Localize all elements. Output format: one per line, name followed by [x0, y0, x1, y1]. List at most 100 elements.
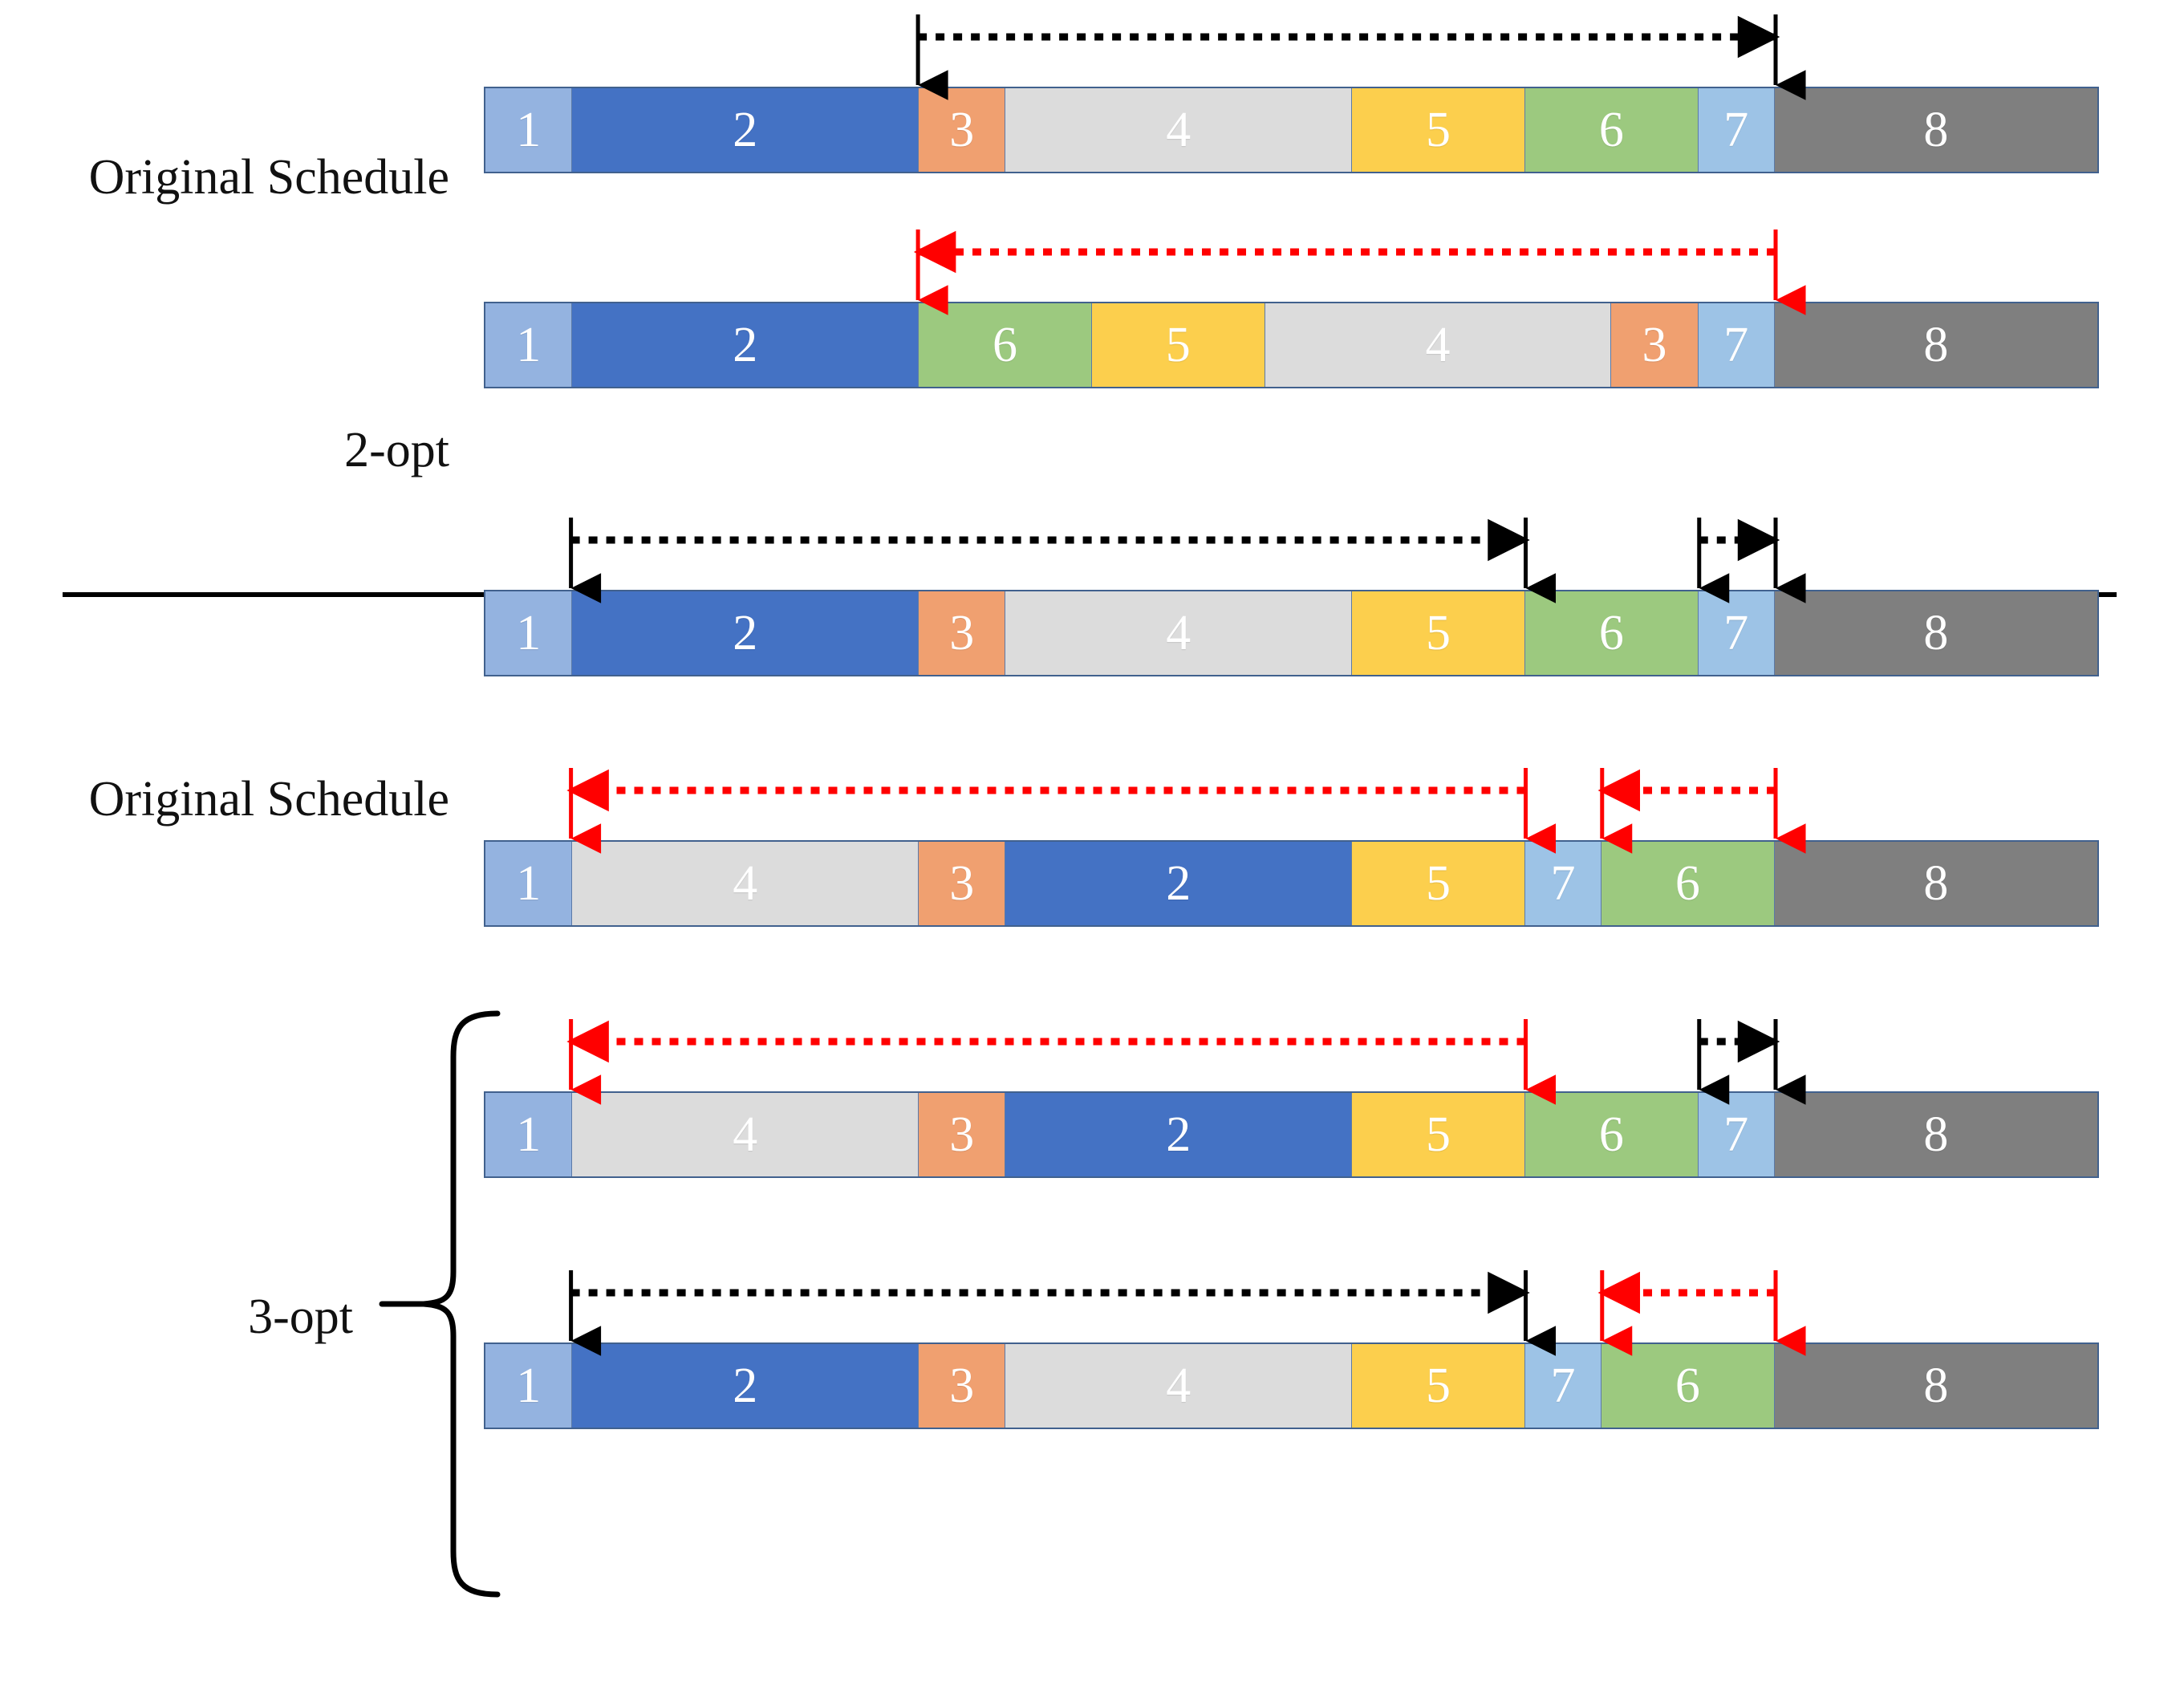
schedule-segment-job-8: 8	[1774, 88, 2098, 172]
segment-label: 1	[516, 606, 542, 660]
schedule-segment-job-4: 4	[1005, 591, 1353, 675]
segment-label: 6	[1598, 103, 1624, 157]
segment-label: 4	[733, 1107, 758, 1162]
schedule-segment-job-8: 8	[1774, 842, 2098, 925]
segment-label: 2	[733, 1359, 758, 1413]
segment-label: 1	[516, 318, 542, 372]
schedule-segment-job-6: 6	[919, 303, 1092, 387]
schedule-segment-job-8: 8	[1774, 1093, 2098, 1176]
three-opt-bar-3: 1 4 3 2 5 6 7 8	[484, 1091, 2099, 1178]
segment-label: 1	[516, 856, 542, 911]
schedule-segment-job-6: 6	[1601, 842, 1775, 925]
schedule-segment-job-7: 7	[1524, 842, 1601, 925]
swap-arrow-red-1	[913, 229, 1806, 315]
schedule-segment-job-3: 3	[919, 842, 1006, 925]
segment-label: 1	[516, 1359, 542, 1413]
schedule-segment-job-2: 2	[572, 1344, 919, 1428]
segment-label: 6	[1598, 606, 1624, 660]
schedule-segment-job-6: 6	[1524, 88, 1699, 172]
swap-arrow-red-9	[1597, 1270, 1806, 1356]
segment-label: 1	[516, 1107, 542, 1162]
segment-label: 8	[1923, 1359, 1949, 1413]
swap-arrow-black-7	[1697, 1019, 1806, 1105]
schedule-segment-job-2: 2	[572, 303, 919, 387]
segment-label: 2	[1166, 1107, 1191, 1162]
swap-arrow-red-4	[566, 768, 1556, 854]
segment-label: 8	[1923, 318, 1949, 372]
schedule-segment-job-2: 2	[572, 591, 919, 675]
segment-label: 8	[1923, 856, 1949, 911]
segment-label: 5	[1165, 318, 1191, 372]
swap-arrow-red-6	[566, 1019, 1556, 1105]
segment-label: 2	[733, 606, 758, 660]
schedule-segment-job-1: 1	[485, 591, 573, 675]
segment-label: 6	[1598, 1107, 1624, 1162]
schedule-segment-job-4: 4	[1005, 1344, 1353, 1428]
schedule-segment-job-4: 4	[572, 1093, 919, 1176]
schedule-segment-job-8: 8	[1774, 591, 2098, 675]
segment-label: 4	[1166, 606, 1191, 660]
segment-label: 2	[733, 103, 758, 157]
swap-arrow-black-8	[569, 1270, 1556, 1356]
schedule-segment-job-4: 4	[1005, 88, 1353, 172]
schedule-segment-job-4: 4	[1265, 303, 1612, 387]
schedule-segment-job-1: 1	[485, 1093, 573, 1176]
schedule-segment-job-7: 7	[1698, 303, 1775, 387]
schedule-segment-job-7: 7	[1698, 88, 1775, 172]
three-opt-bar-1: 1 2 3 4 5 6 7 8	[484, 590, 2099, 676]
schedule-segment-job-8: 8	[1774, 303, 2098, 387]
schedule-segment-job-6: 6	[1524, 591, 1699, 675]
schedule-segment-job-7: 7	[1524, 1344, 1601, 1428]
swap-arrow-red-5	[1597, 768, 1806, 854]
schedule-segment-job-2: 2	[1005, 1093, 1353, 1176]
schedule-segment-job-1: 1	[485, 303, 573, 387]
segment-label: 2	[733, 318, 758, 372]
segment-label: 8	[1923, 606, 1949, 660]
segment-label: 8	[1923, 1107, 1949, 1162]
schedule-segment-job-2: 2	[1005, 842, 1353, 925]
segment-label: 7	[1550, 856, 1576, 911]
row-label-three-opt: 3-opt	[248, 1290, 353, 1344]
schedule-segment-job-4: 4	[572, 842, 919, 925]
segment-label: 6	[992, 318, 1017, 372]
schedule-segment-job-5: 5	[1352, 1344, 1525, 1428]
schedule-segment-job-1: 1	[485, 1344, 573, 1428]
schedule-segment-job-6: 6	[1601, 1344, 1775, 1428]
schedule-segment-job-1: 1	[485, 88, 573, 172]
schedule-segment-job-3: 3	[919, 1344, 1006, 1428]
segment-label: 8	[1923, 103, 1949, 157]
schedule-segment-job-2: 2	[572, 88, 919, 172]
segment-label: 3	[949, 1359, 975, 1413]
segment-label: 1	[516, 103, 542, 157]
segment-label: 3	[949, 1107, 975, 1162]
schedule-segment-job-3: 3	[919, 1093, 1006, 1176]
schedule-segment-job-8: 8	[1774, 1344, 2098, 1428]
row-label-two-opt: 2-opt	[344, 423, 449, 477]
segment-label: 3	[949, 606, 975, 660]
swap-arrow-black-2	[569, 518, 1556, 603]
segment-label: 5	[1426, 103, 1451, 157]
segment-label: 5	[1426, 1107, 1451, 1162]
segment-label: 4	[1425, 318, 1451, 372]
segment-label: 3	[949, 103, 975, 157]
swap-arrow-black-0	[915, 14, 1806, 100]
schedule-segment-job-5: 5	[1352, 591, 1525, 675]
segment-label: 7	[1550, 1359, 1576, 1413]
schedule-segment-job-5: 5	[1352, 1093, 1525, 1176]
schedule-segment-job-6: 6	[1524, 1093, 1699, 1176]
schedule-segment-job-7: 7	[1698, 591, 1775, 675]
schedule-segment-job-3: 3	[919, 88, 1006, 172]
segment-label: 2	[1166, 856, 1191, 911]
segment-label: 7	[1723, 318, 1749, 372]
segment-label: 3	[1642, 318, 1667, 372]
row-label-original-schedule-mid: Original Schedule	[88, 772, 449, 827]
schedule-segment-job-5: 5	[1091, 303, 1265, 387]
segment-label: 3	[949, 856, 975, 911]
schedule-segment-job-5: 5	[1352, 842, 1525, 925]
segment-label: 7	[1723, 1107, 1749, 1162]
segment-label: 6	[1675, 1359, 1700, 1413]
segment-label: 5	[1426, 606, 1451, 660]
